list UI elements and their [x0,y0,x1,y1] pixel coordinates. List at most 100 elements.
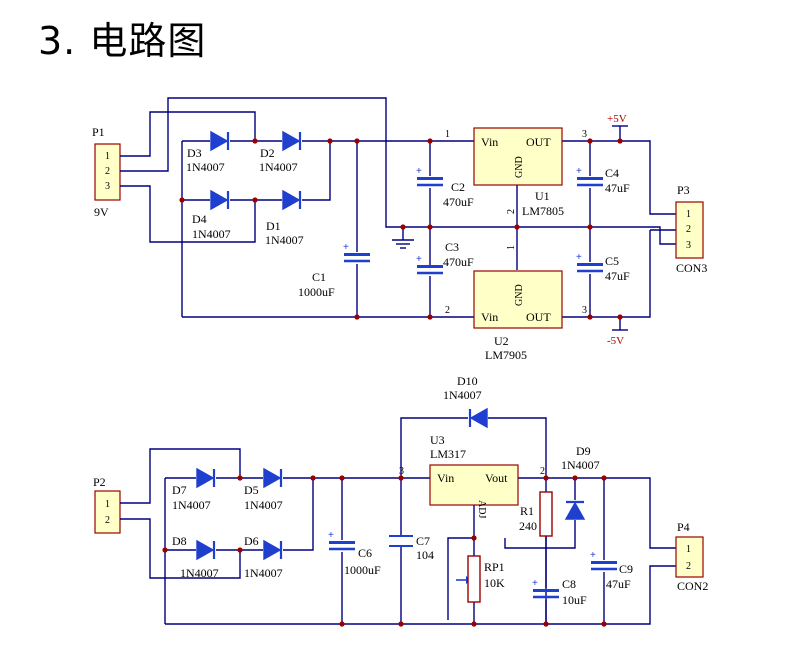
c5-ref: C5 [605,254,619,268]
d1-value: 1N4007 [265,233,304,247]
d4-ref: D4 [192,212,207,226]
p3-pin-3: 3 [686,240,691,251]
p2-pin-1: 1 [105,499,110,510]
page-title: 3. 电路图 [38,19,207,63]
rp1-ref: RP1 [484,560,505,574]
connector-p4 [675,536,704,578]
d1-ref: D1 [266,219,281,233]
c6-value: 1000uF [344,563,381,577]
u1-pin-out: 3 [582,129,587,140]
u1-pin-gnd: 2 [506,209,517,214]
connector-p2 [94,490,121,534]
diode-d1 [281,189,302,211]
u1-gnd: GND [514,156,525,178]
diode-d8 [195,539,216,561]
p3-pin-2: 2 [686,224,691,235]
diode-d9 [564,500,586,521]
p3-ref: P3 [677,183,690,197]
p4-value: CON2 [677,579,708,593]
p2-ref: P2 [93,475,106,489]
p3-pin-1: 1 [686,209,691,220]
u2-gnd: GND [514,284,525,306]
u1-out: OUT [526,135,551,149]
regulator-u2 [473,270,563,329]
u2-value: LM7905 [485,348,527,362]
u3-adj: ADJ [476,500,487,518]
d8-ref: D8 [172,534,187,548]
d2-ref: D2 [260,146,275,160]
minus5v-label: -5V [607,335,624,347]
u1-value: LM7805 [522,204,564,218]
c3-value: 470uF [443,255,474,269]
u2-ref: U2 [494,334,509,348]
d9-ref: D9 [576,444,591,458]
bottom-circuit: P2 1 2 [93,374,708,627]
d5-value: 1N4007 [244,498,283,512]
u2-vin: Vin [481,310,498,324]
top-junctions [179,138,623,320]
p1-pin-3: 3 [105,181,110,192]
regulator-u3 [429,464,519,506]
diode-d2 [281,130,302,152]
p4-ref: P4 [677,520,690,534]
c2-value: 470uF [443,195,474,209]
d6-ref: D6 [244,534,259,548]
diode-d4 [209,189,230,211]
c1-value: 1000uF [298,285,335,299]
c8-ref: C8 [562,577,576,591]
c1-ref: C1 [312,270,326,284]
p4-pin-1: 1 [686,544,691,555]
p1-pin-2: 2 [105,166,110,177]
top-circuit: P1 1 2 3 9V [92,97,707,362]
u3-pin-out: 2 [540,466,545,477]
diode-d5 [262,467,283,489]
u3-pin-in: 3 [399,466,404,477]
rp1-value: 10K [484,576,505,590]
c2-ref: C2 [451,180,465,194]
u3-value: LM317 [430,447,466,461]
d3-ref: D3 [187,146,202,160]
u1-vin: Vin [481,135,498,149]
c5-value: 47uF [605,269,630,283]
c8-value: 10uF [562,593,587,607]
c4-ref: C4 [605,166,619,180]
u3-ref: U3 [430,433,445,447]
c9-value: 47uF [606,577,631,591]
c3-ref: C3 [445,240,459,254]
diode-d3 [209,130,230,152]
d10-ref: D10 [457,374,478,388]
bottom-junctions [162,475,607,627]
c6-ref: C6 [358,546,372,560]
diode-d6 [262,539,283,561]
p2-pin-2: 2 [105,515,110,526]
d10-value: 1N4007 [443,388,482,402]
d4-value: 1N4007 [192,227,231,241]
u1-ref: U1 [535,189,550,203]
u2-pin-out: 3 [582,305,587,316]
p1-value: 9V [94,205,109,219]
plus5v-label: +5V [607,113,627,125]
p4-pin-2: 2 [686,561,691,572]
u2-pin-gnd: 1 [506,245,517,250]
d8-value: 1N4007 [180,566,219,580]
u3-vout: Vout [485,471,508,485]
c7-value: 104 [416,548,434,562]
r1-ref: R1 [520,504,534,518]
c9-ref: C9 [619,562,633,576]
u3-vin: Vin [437,471,454,485]
c4-value: 47uF [605,181,630,195]
d3-value: 1N4007 [186,160,225,174]
connector-p3 [675,201,704,259]
u1-pin-in: 1 [445,129,450,140]
potentiometer-rp1 [467,555,481,603]
d5-ref: D5 [244,483,259,497]
d6-value: 1N4007 [244,566,283,580]
resistor-r1 [539,491,553,537]
u2-pin-in: 2 [445,305,450,316]
p1-ref: P1 [92,125,105,139]
d2-value: 1N4007 [259,160,298,174]
p3-value: CON3 [676,261,707,275]
d7-ref: D7 [172,483,187,497]
connector-p1 [94,143,121,201]
